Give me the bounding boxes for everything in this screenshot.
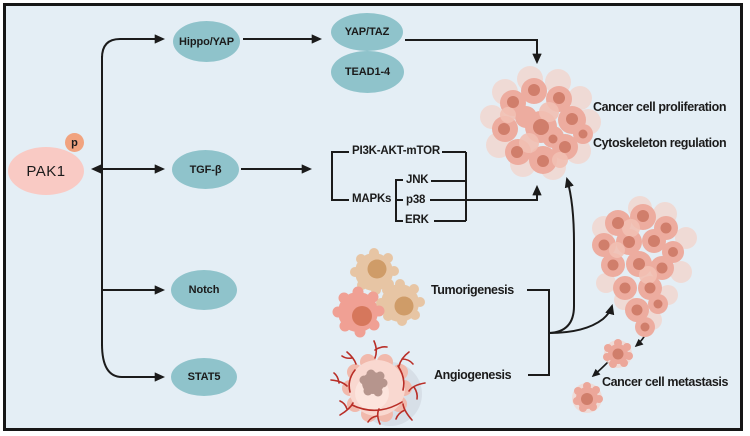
proliferation-label: Cancer cell proliferation [593,100,727,114]
pak1-node: PAK1 [8,147,84,195]
tgfb-node: TGF-β [172,150,239,189]
notch-node: Notch [171,270,237,310]
phospho-label: p [71,136,78,149]
cytoskeleton-label: Cytoskeleton regulation [593,136,727,150]
hippo-yap-label: Hippo/YAP [179,35,234,48]
tgfb-label: TGF-β [189,163,222,176]
stat5-node: STAT5 [171,358,237,396]
yap-taz-label: YAP/TAZ [344,26,390,38]
pak1-label: PAK1 [26,162,66,180]
tead-node: TEAD1-4 [331,51,404,93]
erk-label: ERK [405,214,429,226]
metastasis-label: Cancer cell metastasis [602,375,729,389]
phosphorylation-badge: p [65,133,84,152]
mapks-label: MAPKs [352,193,392,205]
tead-label: TEAD1-4 [344,66,391,78]
notch-label: Notch [188,284,220,296]
hippo-yap-node: Hippo/YAP [173,21,240,62]
tumorigenesis-label: Tumorigenesis [431,283,514,297]
angiogenesis-label: Angiogenesis [434,368,512,382]
jnk-label: JNK [406,174,429,186]
yap-taz-node: YAP/TAZ [331,13,403,51]
stat5-label: STAT5 [187,371,221,383]
p38-label: p38 [406,194,426,206]
pi3k-akt-mtor-label: PI3K-AKT-mTOR [352,145,440,157]
